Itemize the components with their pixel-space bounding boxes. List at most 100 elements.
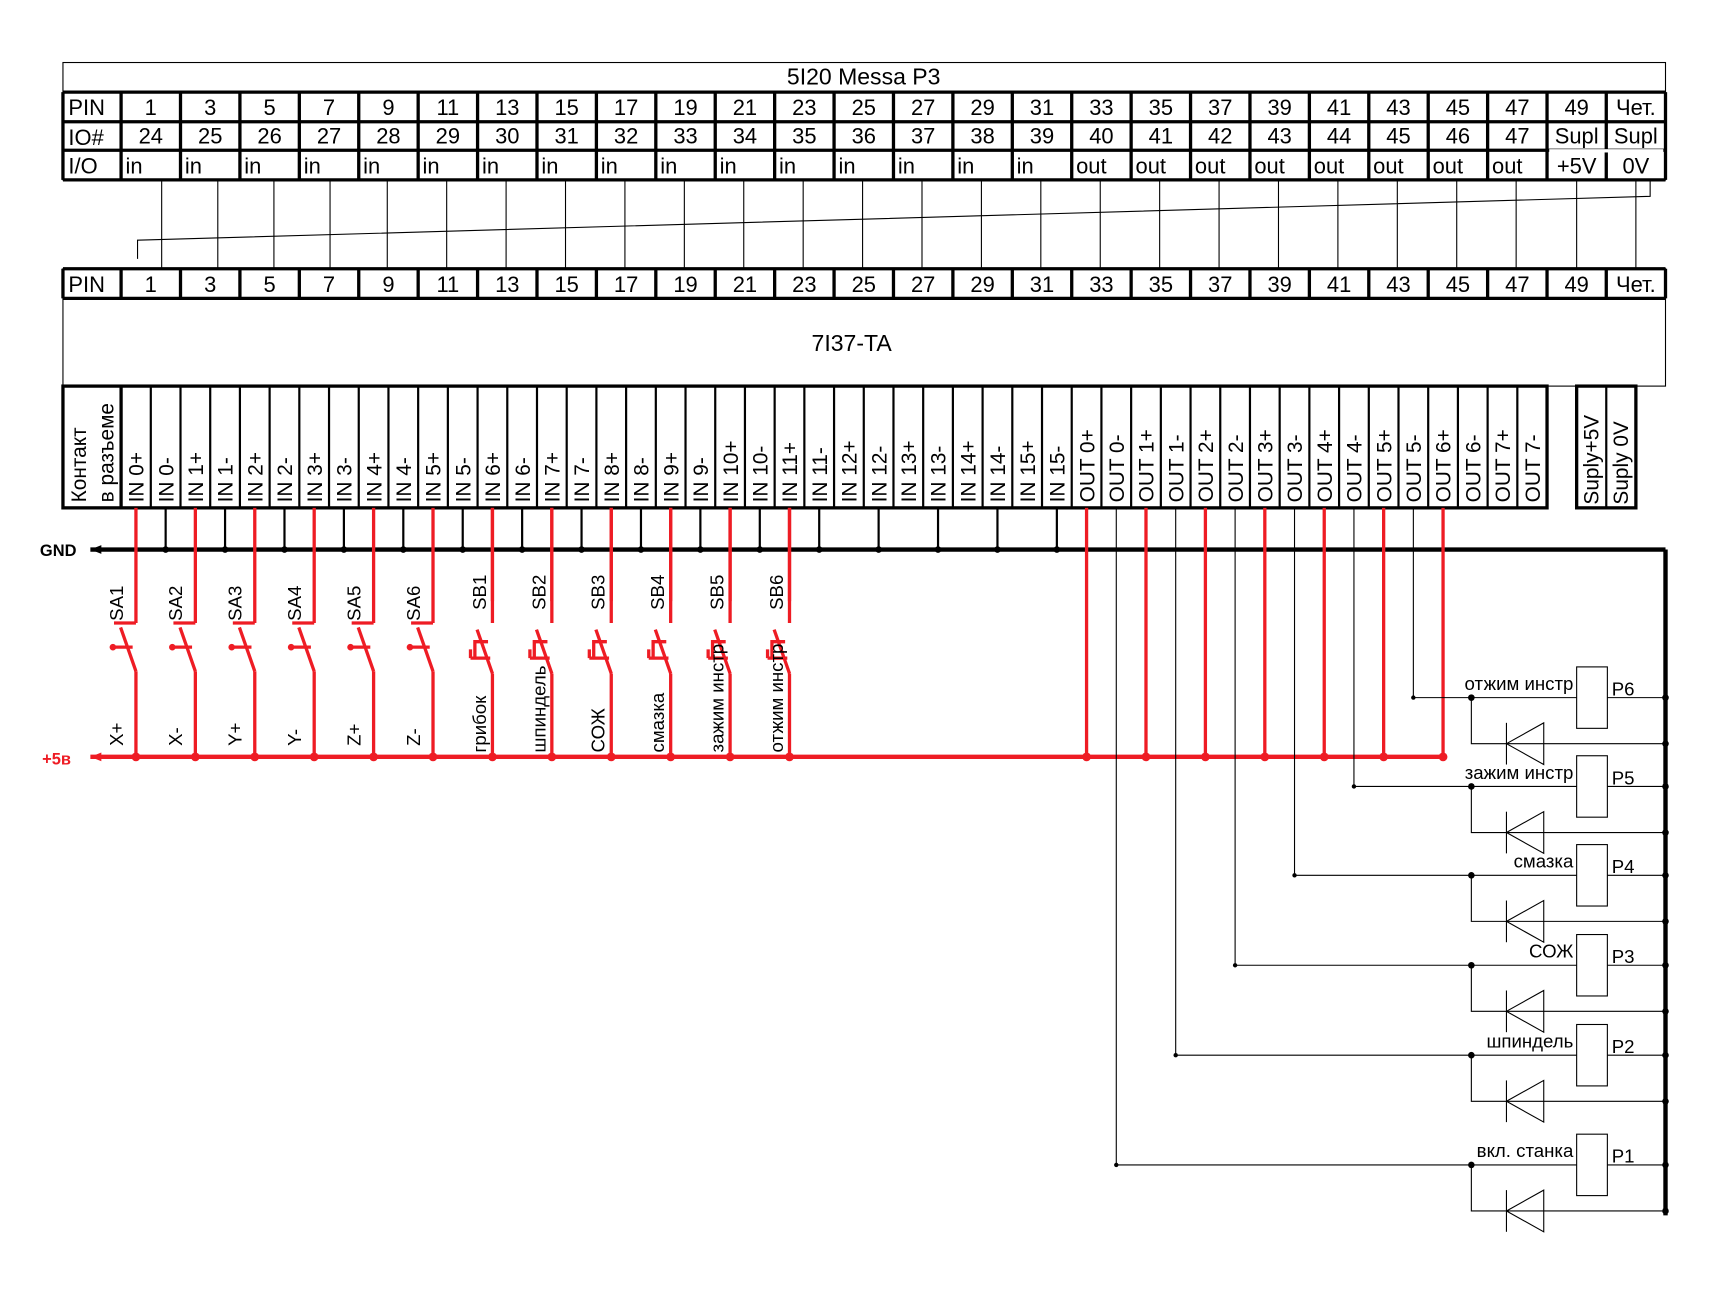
supply-cell-line1: Supl	[1555, 124, 1599, 149]
relay-function-label: смазка	[1514, 851, 1574, 872]
merge-cover	[1549, 149, 1664, 153]
button-id-label: SB6	[766, 575, 787, 610]
junction-dot	[934, 546, 942, 553]
switch-id-label: SA1	[106, 586, 127, 621]
junction-dot	[1662, 1207, 1669, 1215]
terminal-label: IN 12-	[868, 446, 891, 503]
pin-number: 45	[1446, 95, 1470, 120]
terminal-label: IN 14-	[987, 446, 1010, 503]
io-direction: in	[779, 153, 796, 178]
io-number: 25	[198, 124, 222, 149]
pin-number: 19	[673, 95, 697, 120]
terminal-label: OUT 3-	[1284, 434, 1307, 502]
junction-dot	[1662, 1008, 1669, 1015]
out-minus-relay-wire	[1115, 507, 1472, 1166]
relay-coil-icon	[1576, 755, 1608, 818]
board-pin-number: 5	[264, 272, 276, 297]
io-direction: out	[1373, 153, 1403, 178]
terminal-label: IN 11-	[809, 447, 832, 502]
junction-dot	[1232, 963, 1238, 968]
io-number: 43	[1267, 124, 1291, 149]
button-id-label: SB1	[469, 575, 490, 610]
board-pin-number: 11	[436, 272, 459, 297]
diode-wire	[1470, 1164, 1666, 1212]
junction-dot	[309, 752, 319, 762]
switch-function-label: Y-	[284, 729, 305, 746]
supply-terminal-label: Suply+5V	[1581, 415, 1604, 505]
switch-lever	[356, 626, 376, 672]
board-pin-number: 47	[1505, 272, 1529, 297]
terminal-label: IN 1-	[215, 457, 238, 502]
junction-dot	[250, 752, 260, 762]
io-direction: out	[1076, 153, 1106, 178]
supply-cell-line2: +5V	[1557, 153, 1597, 178]
terminal-label: OUT 4-	[1344, 434, 1367, 502]
junction-dot	[666, 752, 676, 762]
junction-dot	[756, 546, 764, 553]
switch-pivot-dot	[287, 643, 295, 651]
board-pin-number: 35	[1149, 272, 1173, 297]
terminal-label: OUT 1+	[1136, 429, 1159, 502]
terminal-label: OUT 7+	[1492, 429, 1515, 502]
relay-id-label: P2	[1612, 1036, 1635, 1057]
io-direction: in	[660, 153, 677, 178]
switch-lever	[237, 626, 257, 672]
io-number: 46	[1446, 124, 1470, 149]
terminal-label: IN 10+	[720, 440, 743, 502]
row-label: IO#	[68, 125, 104, 150]
junction-dot	[637, 546, 645, 553]
relay-coil-icon	[1576, 1133, 1608, 1197]
out-minus-relay-wire	[1234, 507, 1472, 966]
button-function-label: грибок	[469, 695, 490, 753]
junction-dot	[1662, 783, 1669, 790]
flyback-diode-icon	[1505, 810, 1545, 855]
terminal-label: OUT 3+	[1254, 429, 1277, 502]
terminal-label: IN 13-	[928, 446, 951, 503]
switch-pivot-dot	[169, 643, 176, 651]
relay-id-label: P3	[1612, 946, 1635, 967]
power-rails: GND +5в	[40, 542, 1668, 1216]
button-contact	[534, 629, 554, 675]
pin-number: 49	[1564, 95, 1588, 120]
relay-function-label: СОЖ	[1529, 941, 1573, 962]
junction-dot	[1468, 1051, 1475, 1059]
board-pin-number: 33	[1089, 272, 1113, 297]
terminal-label: OUT 5+	[1373, 429, 1396, 502]
junction-dot	[1292, 873, 1297, 878]
io-number: 27	[317, 124, 341, 149]
board-pin-number: 31	[1030, 272, 1054, 297]
io-direction: in	[363, 153, 380, 178]
io-direction: in	[898, 153, 915, 178]
junction-dot	[131, 752, 141, 762]
switch-function-label: Y+	[225, 723, 246, 746]
junction-dot	[725, 752, 735, 762]
pin-number: 17	[614, 95, 638, 120]
junction-dot	[459, 546, 467, 553]
terminal-label: IN 2+	[244, 452, 267, 502]
terminal-label: IN 11+	[779, 442, 802, 502]
io-number: 26	[257, 124, 281, 149]
pin-number: 23	[792, 95, 816, 120]
io-number: 31	[555, 124, 579, 149]
terminal-label: IN 0-	[155, 457, 178, 502]
switch-pivot-dot	[347, 643, 354, 651]
pin-number: 9	[382, 95, 394, 120]
terminal-label: OUT 5-	[1403, 434, 1426, 502]
terminal-label: IN 15+	[1017, 440, 1040, 502]
button-id-label: SB4	[647, 575, 668, 610]
junction-dot	[281, 546, 288, 553]
junction-dot	[1662, 829, 1669, 836]
button-actuator	[529, 640, 550, 660]
diode-wire	[1470, 786, 1666, 834]
flyback-diode-icon	[1505, 989, 1545, 1034]
junction-dot	[875, 546, 882, 553]
io-number: 33	[673, 124, 697, 149]
terminal-label: IN 14+	[957, 440, 980, 502]
junction-dot	[994, 546, 1001, 553]
